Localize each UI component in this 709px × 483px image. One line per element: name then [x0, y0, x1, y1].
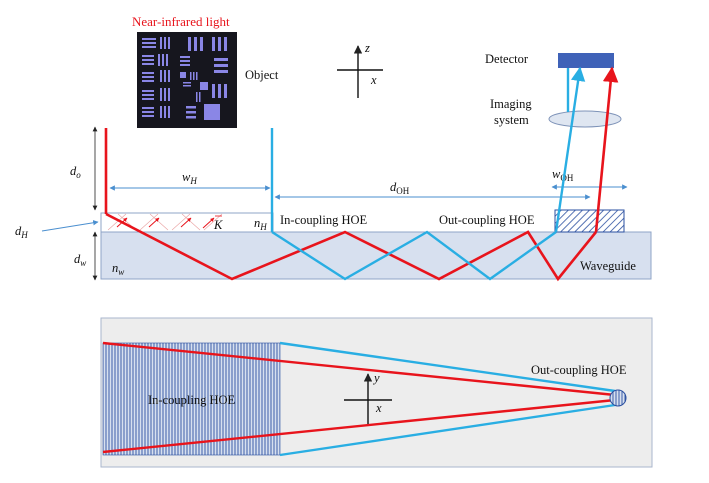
d-o-label: do: [70, 164, 81, 180]
axis-cross-top: [337, 45, 383, 98]
k-vector-label: K: [213, 218, 223, 232]
imaging-lens: [548, 110, 622, 128]
d-w-label: dw: [74, 252, 86, 268]
w-h-label: wH: [182, 170, 197, 186]
axis-x-label-top: x: [370, 73, 377, 87]
rays-bottom-view: [102, 341, 616, 457]
n-h-label: nH: [254, 216, 267, 232]
waveguide: [100, 231, 652, 280]
in-coupling-hoe-label: In-coupling HOE: [280, 213, 367, 227]
hoe-grating-lines: [107, 213, 223, 231]
axis-y-label: y: [372, 371, 380, 385]
n-w-label: nw: [112, 261, 124, 277]
detector: [558, 53, 614, 68]
axis-z-label: z: [364, 41, 370, 55]
out-coupling-hoe-label: Out-coupling HOE: [439, 213, 535, 227]
axis-cross-bottom: [344, 373, 392, 424]
object-label: Object: [245, 68, 279, 82]
detector-label: Detector: [485, 52, 529, 66]
in-coupling-hoe-label-bottom: In-coupling HOE: [148, 393, 235, 407]
out-coupling-hoe-circle: [609, 389, 627, 407]
w-oh-label: wOH: [552, 167, 574, 183]
in-coupling-hoe-layer: [100, 212, 274, 233]
out-coupling-hoe-label-bottom: Out-coupling HOE: [531, 363, 627, 377]
axis-x-label-bottom: x: [375, 401, 382, 415]
imaging-system-label-2: system: [494, 113, 529, 127]
blue-ray-path-top: [270, 66, 586, 281]
d-oh-label: dOH: [390, 180, 410, 196]
near-infrared-light-label: Near-infrared light: [132, 14, 230, 29]
d-h-label: dH: [15, 224, 28, 240]
out-coupling-hoe: [554, 209, 625, 233]
resolution-target: [137, 32, 237, 128]
imaging-system-label-1: Imaging: [490, 97, 532, 111]
d-h-pointer: [41, 220, 99, 232]
red-ray-path-top: [104, 66, 619, 282]
waveguide-label: Waveguide: [580, 259, 636, 273]
